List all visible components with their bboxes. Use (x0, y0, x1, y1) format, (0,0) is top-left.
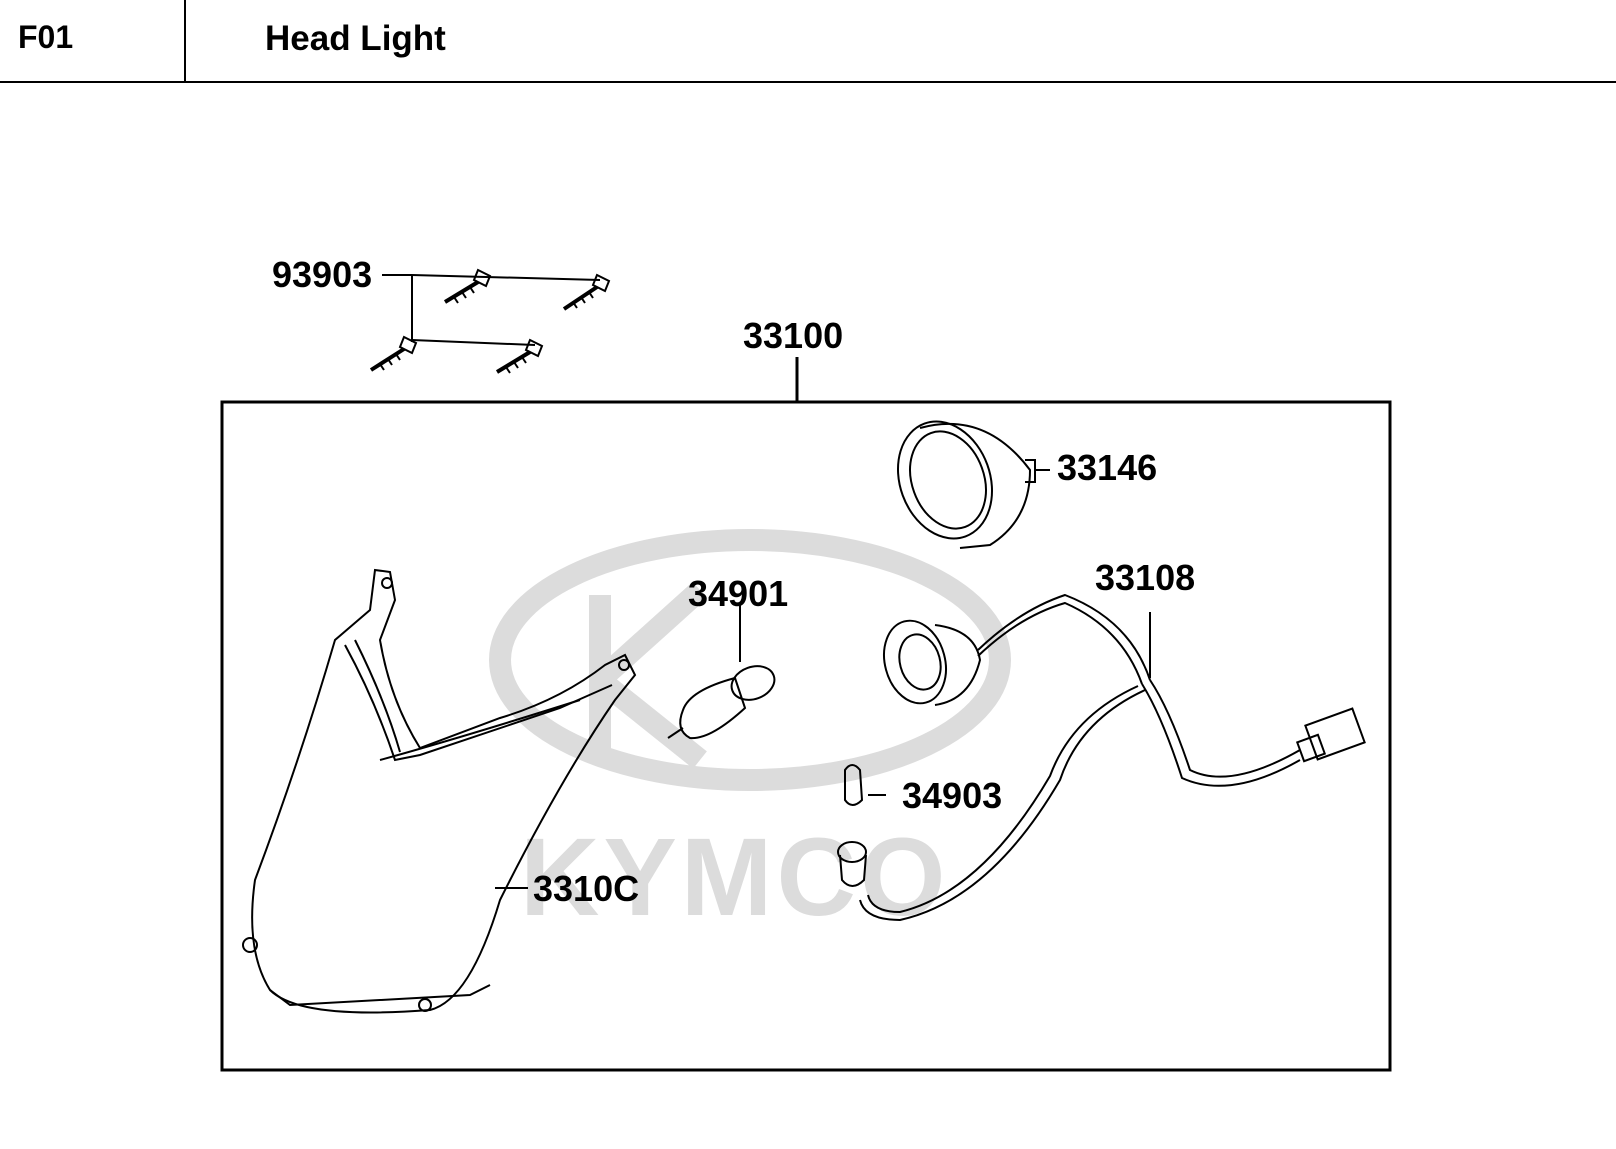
callout-assembly: 33100 (743, 315, 843, 356)
header-bar: F01 Head Light (0, 0, 1616, 83)
section-code: F01 (18, 19, 74, 55)
callout-dust-cover: 33146 (1057, 447, 1157, 488)
callout-headlight-bulb: 34901 (688, 573, 788, 614)
lens-housing-part (242, 568, 637, 1014)
dust-cover-part (896, 420, 1050, 549)
headlight-bulb-part (667, 603, 776, 740)
screw-icon (369, 335, 418, 372)
wire-harness-part (859, 593, 1366, 922)
screw-group (369, 268, 611, 374)
section-code-cell: F01 (0, 0, 186, 81)
watermark-brand: KYMCO (520, 816, 949, 939)
callout-wire-harness: 33108 (1095, 557, 1195, 598)
callout-lens: 3310C (533, 868, 639, 909)
assembly-frame (220, 400, 1392, 1072)
callout-position-bulb: 34903 (902, 775, 1002, 816)
kymco-watermark: KYMCO (489, 529, 1011, 939)
position-bulb-part (837, 764, 886, 887)
watermark-ring (489, 529, 1011, 791)
callout-screw: 93903 (272, 254, 372, 295)
screw-icon (495, 338, 544, 374)
page-title: Head Light (265, 19, 446, 58)
watermark-k-letter (589, 581, 708, 769)
screw-icon (562, 273, 611, 311)
screw-icon (443, 268, 492, 304)
